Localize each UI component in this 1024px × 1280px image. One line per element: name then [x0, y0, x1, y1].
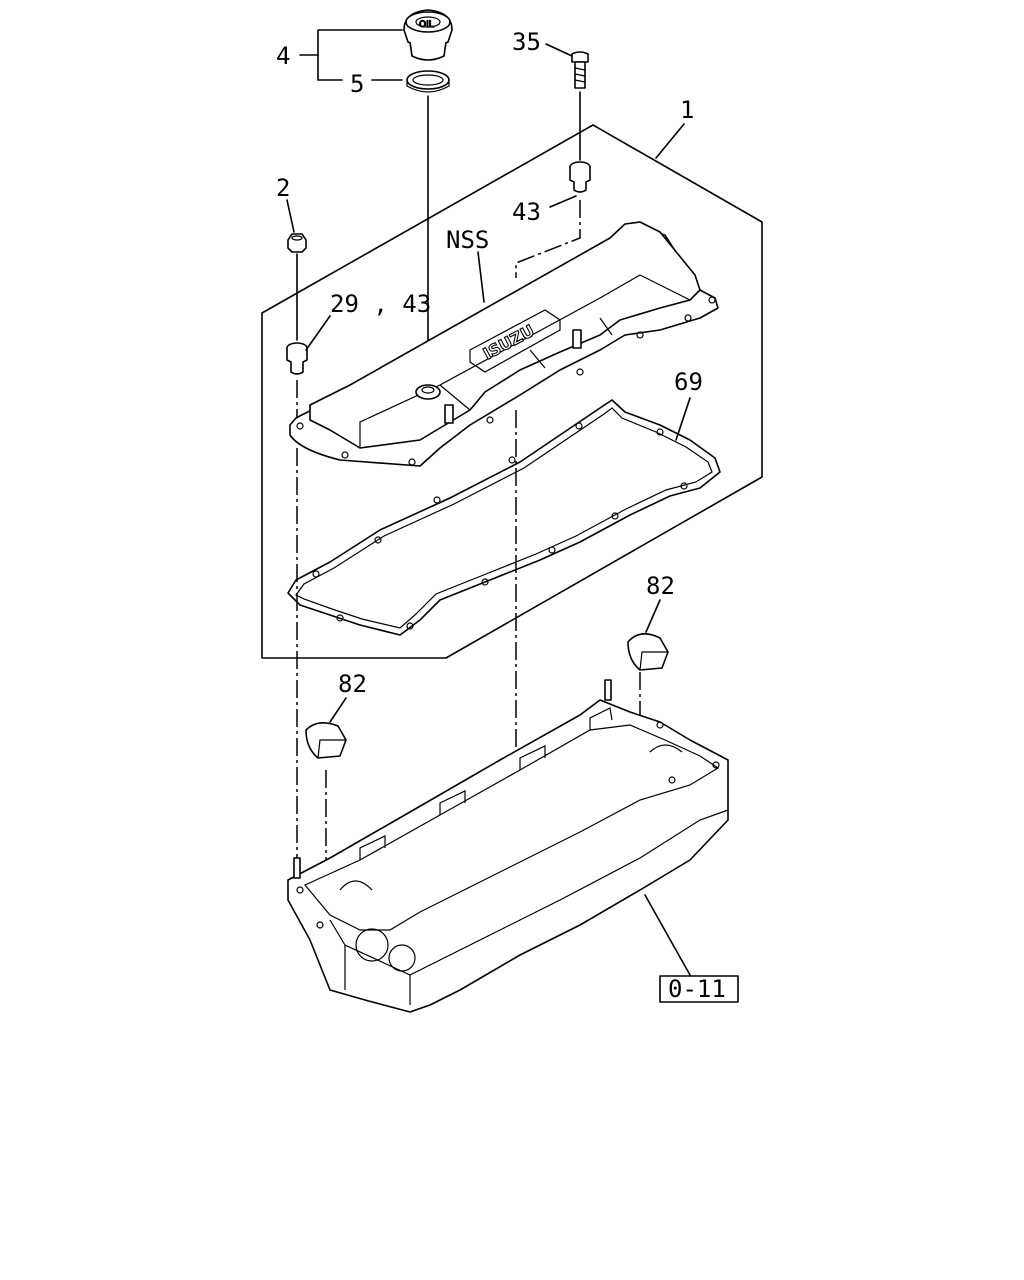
label-69: 69	[674, 368, 703, 396]
cap-oil-text: OIL	[419, 20, 434, 30]
label-0-11: 0-11	[668, 975, 726, 1003]
label-29-43: 29 , 43	[330, 290, 431, 318]
label-5: 5	[350, 70, 364, 98]
bolt-35	[571, 51, 589, 89]
grommet-43	[569, 161, 591, 193]
cylinder-head	[287, 679, 729, 1013]
assembly-frame	[261, 124, 763, 659]
gasket-69	[287, 399, 721, 636]
o-ring	[406, 70, 450, 93]
oil-filler-cap: OIL	[403, 9, 453, 61]
grommet-29-43	[286, 342, 308, 375]
label-nss: NSS	[446, 226, 489, 254]
reference-box	[659, 975, 739, 1003]
half-moon-plug-82-left	[305, 722, 347, 759]
half-moon-plug-82-right	[627, 633, 669, 671]
nut-2	[287, 233, 307, 253]
label-43: 43	[512, 198, 541, 226]
head-cover: ISUZU	[289, 221, 719, 467]
label-82-right: 82	[646, 572, 675, 600]
label-2: 2	[276, 174, 290, 202]
label-82-left: 82	[338, 670, 367, 698]
label-4: 4	[276, 42, 290, 70]
label-1: 1	[680, 96, 694, 124]
label-35: 35	[512, 28, 541, 56]
